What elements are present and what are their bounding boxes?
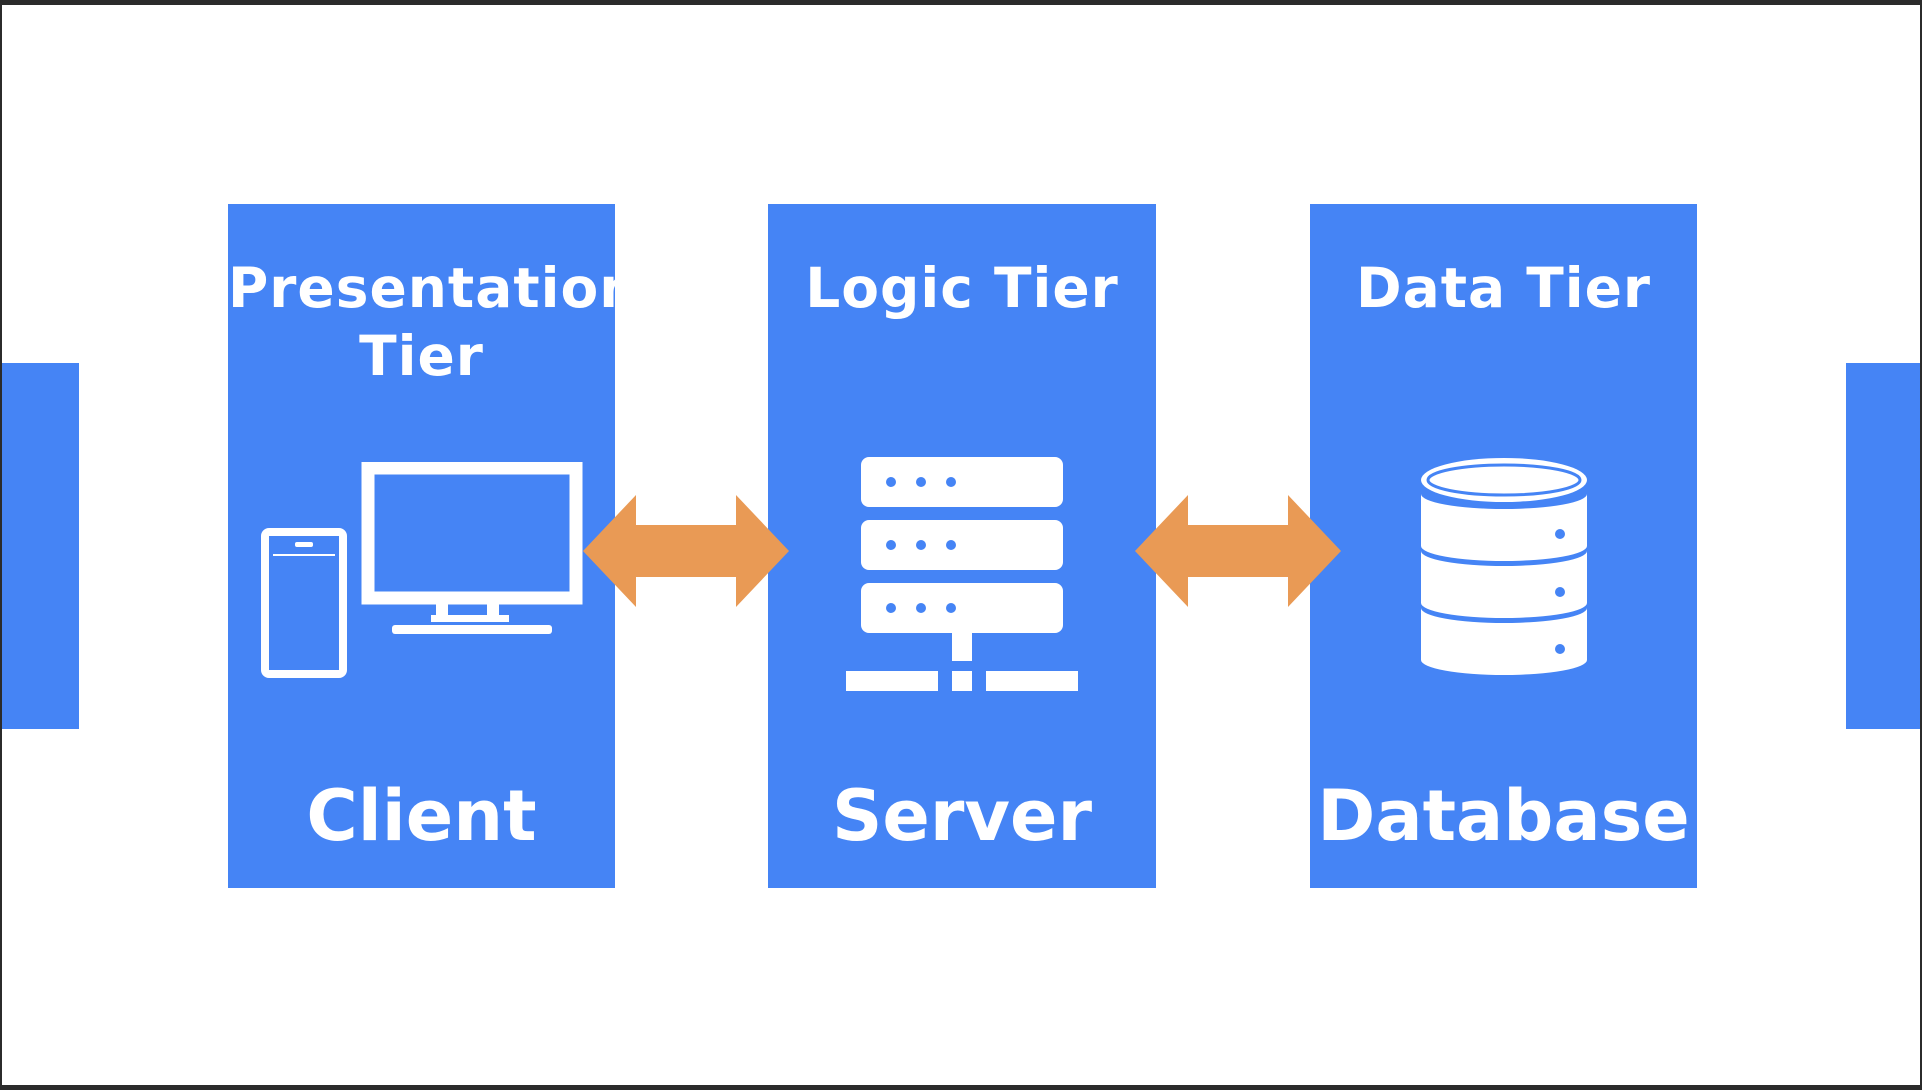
tier-footer: Database — [1317, 775, 1690, 857]
bidirectional-arrow-icon — [583, 495, 789, 607]
tier-title: Presentation Tier — [228, 256, 640, 388]
slide-canvas: Presentation Tier Client Logic — [2, 5, 1920, 1085]
tier-logic: Logic Tier — [768, 204, 1156, 888]
tier-title: Logic Tier — [805, 256, 1119, 320]
devices-icon — [261, 461, 591, 682]
bidirectional-arrow-icon — [1135, 495, 1341, 607]
tier-title: Data Tier — [1355, 256, 1652, 320]
tier-presentation: Presentation Tier Client — [228, 204, 640, 888]
server-icon — [846, 457, 1078, 697]
tier-footer: Client — [306, 775, 537, 857]
database-icon — [1416, 458, 1592, 688]
tier-footer: Server — [831, 775, 1093, 857]
adjacent-tier-left — [2, 363, 79, 729]
tier-data: Data Tier Database — [1310, 204, 1697, 888]
adjacent-tier-right — [1846, 363, 1920, 729]
